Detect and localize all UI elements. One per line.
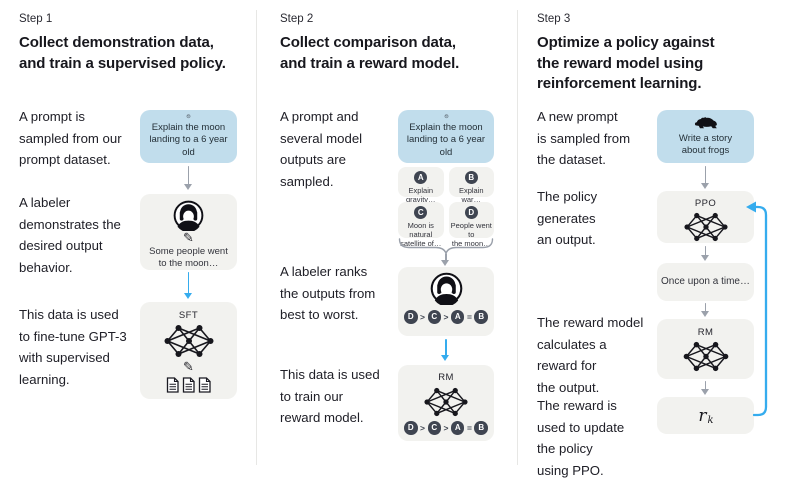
down-arrow [183, 166, 193, 190]
labeler-avatar-icon [173, 200, 204, 231]
step1-label: Step 1 [19, 13, 53, 25]
brace-icon [398, 238, 494, 254]
down-arrow [700, 166, 710, 189]
step3-prompt-box: Write a story about frogs [657, 110, 754, 163]
frog-icon [694, 117, 717, 129]
ppo-label: PPO [694, 198, 717, 209]
reward-symbol: r [698, 405, 707, 426]
step3-prompt-text: Write a story about frogs [678, 132, 733, 157]
neural-network-icon [163, 324, 214, 358]
rm-label: RM [697, 327, 714, 338]
neural-network-icon [424, 387, 468, 417]
step3-annotation-policy: The policy generates an output. [537, 189, 598, 247]
step2-rm-box: RM D > C > A = B [398, 365, 494, 441]
step1-title: Collect demonstration data, and train a … [19, 34, 226, 72]
down-arrow-blue [183, 272, 193, 299]
step2-label: Step 2 [280, 13, 314, 25]
pencil-icon: ✎ [183, 360, 194, 375]
reward-subscript: k [707, 415, 714, 426]
moon-icon [186, 114, 191, 119]
step3-output-text: Once upon a time… [661, 276, 750, 287]
step2-annotation-ranks: A labeler ranks the outputs from best to… [280, 264, 376, 322]
step3-annotation-prompt: A new prompt is sampled from the dataset… [537, 109, 631, 167]
ranking-sequence: D > C > A = B [404, 310, 488, 324]
badge-b: B [464, 171, 478, 184]
sft-label: SFT [178, 310, 199, 321]
step1-annotation-labeler: A labeler demonstrates the desired outpu… [19, 195, 121, 275]
feedback-loop-arrow [746, 201, 768, 417]
step1-annotation-prompt: A prompt is sampled from our prompt data… [19, 109, 122, 167]
step3-annotation-reward: The reward model calculates a reward for… [537, 315, 644, 395]
rm-label: RM [438, 372, 454, 383]
down-arrow [441, 253, 450, 266]
step2-prompt-text: Explain the moon landing to a 6 year old [406, 121, 486, 158]
down-arrow [700, 246, 710, 261]
down-arrow [700, 381, 710, 395]
step2-prompt-box: Explain the moon landing to a 6 year old [398, 110, 494, 163]
ranking-sequence: D > C > A = B [404, 421, 488, 435]
step3-title: Optimize a policy against the reward mod… [537, 34, 715, 92]
step1-sft-box: SFT ✎ [140, 302, 237, 399]
badge-d: D [464, 206, 478, 219]
output-b: B Explain war… [448, 167, 494, 204]
step3-annotation-update: The reward is used to update the policy … [537, 398, 625, 478]
column-divider [517, 10, 518, 465]
step1-annotation-sft: This data is used to fine-tune GPT-3 wit… [19, 307, 127, 387]
output-c: C Moon is natural satellite of… [398, 202, 444, 248]
pencil-icon: ✎ [183, 231, 194, 246]
step1-demo-text: Some people went to the moon… [149, 246, 228, 269]
documents-icon [166, 377, 212, 393]
step3-output-box: Once upon a time… [657, 263, 754, 301]
model-outputs-grid: A Explain gravity… B Explain war… C Moon… [398, 167, 494, 248]
step3-label: Step 3 [537, 13, 571, 25]
step1-prompt-box: Explain the moon landing to a 6 year old [140, 110, 237, 163]
labeler-avatar-icon [430, 272, 462, 305]
down-arrow [700, 303, 710, 317]
badge-c: C [414, 206, 428, 219]
badge-a: A [414, 171, 428, 184]
moon-icon [444, 114, 448, 119]
step2-annotation-sampled: A prompt and several model outputs are s… [280, 109, 363, 189]
step3-rm-box: RM [657, 319, 754, 379]
step2-title: Collect comparison data, and train a rew… [280, 34, 460, 72]
step2-annotation-rm: This data is used to train our reward mo… [280, 367, 380, 425]
step1-labeler-box: ✎ Some people went to the moon… [140, 194, 237, 270]
step3-ppo-box: PPO [657, 191, 754, 243]
column-divider [256, 10, 257, 465]
step2-ranking-box: D > C > A = B [398, 267, 494, 336]
down-arrow-blue [441, 339, 450, 361]
step1-prompt-text: Explain the moon landing to a 6 year old [149, 121, 228, 158]
output-d: D People went to the moon… [448, 202, 494, 248]
output-a: A Explain gravity… [398, 167, 444, 204]
